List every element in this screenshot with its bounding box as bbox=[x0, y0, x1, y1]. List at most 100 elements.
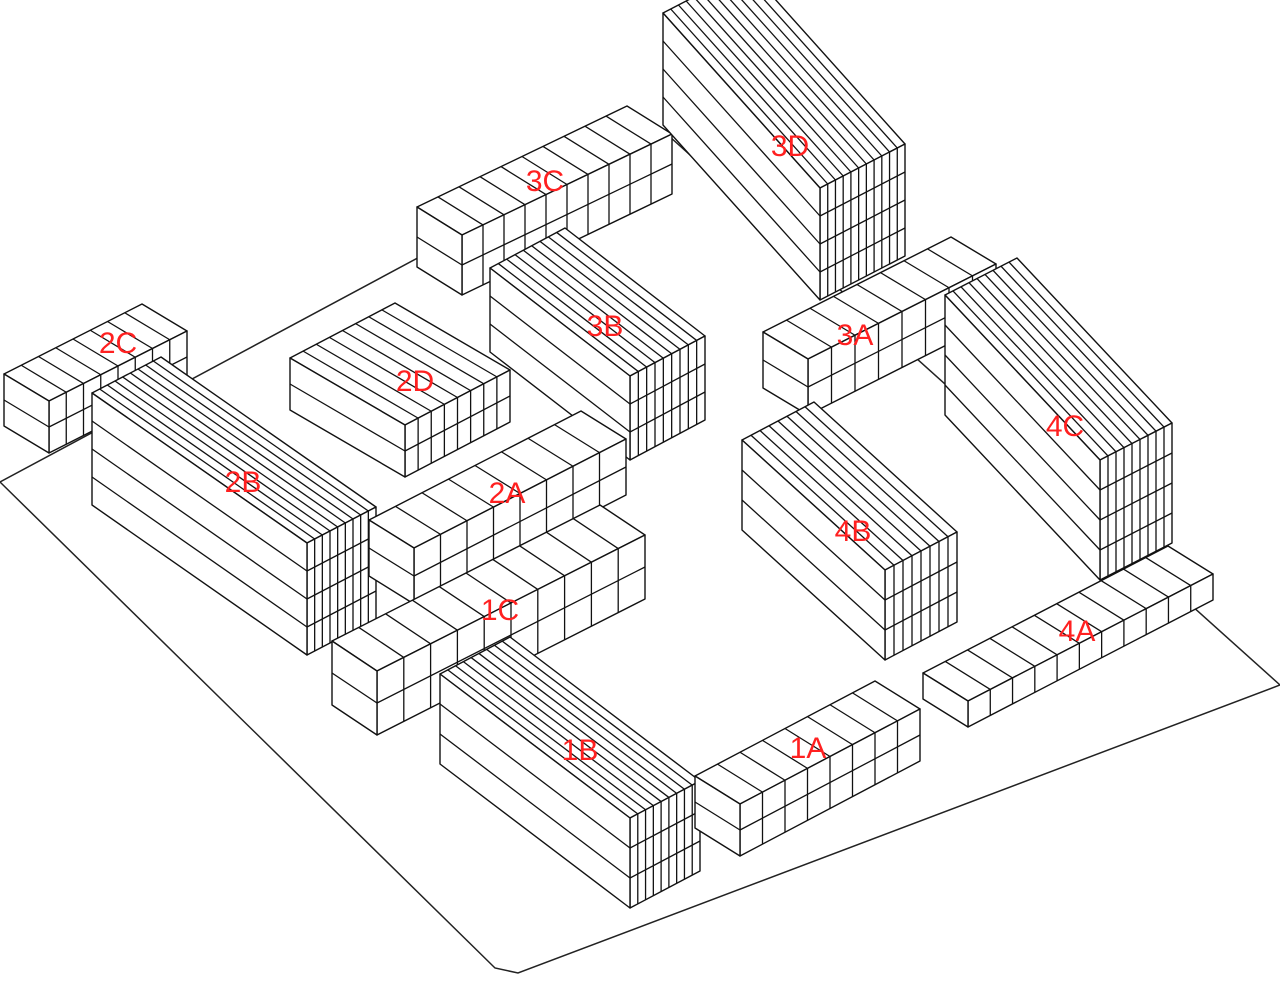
floor-line bbox=[1099, 482, 1173, 521]
roof-divider bbox=[448, 478, 494, 508]
roof-divider bbox=[542, 145, 589, 175]
floor-line bbox=[306, 534, 377, 572]
roof-divider bbox=[1000, 265, 1157, 432]
floor-line bbox=[289, 383, 406, 452]
floor-line bbox=[629, 840, 701, 879]
floor-line bbox=[629, 391, 706, 433]
building-label-1a: 1A bbox=[790, 732, 827, 765]
floor-line bbox=[944, 354, 1101, 521]
floor-line bbox=[662, 68, 821, 245]
roof-divider bbox=[497, 263, 639, 373]
building-2b bbox=[91, 356, 377, 656]
building-label-3c: 3C bbox=[526, 165, 564, 198]
floor-line bbox=[439, 703, 631, 849]
roof-divider bbox=[521, 155, 568, 186]
roof-divider bbox=[519, 545, 565, 577]
floor-line bbox=[741, 499, 886, 631]
roof-divider bbox=[750, 434, 895, 566]
roof-divider bbox=[342, 329, 458, 399]
roof-divider bbox=[752, 0, 891, 153]
roof-divider bbox=[786, 319, 832, 348]
roof-divider bbox=[784, 727, 831, 758]
floor-line bbox=[91, 448, 308, 600]
roof-divider bbox=[1123, 568, 1169, 598]
roof-divider bbox=[952, 290, 1109, 457]
roof-divider bbox=[984, 273, 1141, 440]
roof-divider bbox=[470, 657, 662, 803]
roof-divider bbox=[501, 640, 693, 786]
roof-divider bbox=[72, 338, 119, 367]
roof-divider bbox=[129, 372, 346, 524]
roof-divider bbox=[1078, 591, 1125, 621]
roof-divider bbox=[707, 0, 860, 169]
floor-line bbox=[694, 801, 741, 831]
roof-divider bbox=[106, 384, 323, 536]
roof-divider bbox=[786, 415, 931, 547]
roof-divider bbox=[514, 254, 656, 364]
roof-divider bbox=[809, 307, 856, 336]
building-1b bbox=[439, 636, 701, 909]
roof-divider bbox=[55, 347, 102, 376]
roof-divider bbox=[145, 364, 362, 516]
floor-line bbox=[662, 40, 821, 217]
floor-line bbox=[416, 236, 463, 266]
roof-divider bbox=[522, 249, 664, 359]
roof-divider bbox=[302, 350, 419, 419]
roof-divider bbox=[124, 312, 171, 341]
floor-line bbox=[368, 547, 415, 577]
roof-divider bbox=[1008, 261, 1165, 428]
roof-divider bbox=[556, 231, 698, 341]
building-label-4a: 4A bbox=[1059, 615, 1096, 648]
roof-divider bbox=[718, 0, 867, 165]
building-label-4b: 4B bbox=[835, 515, 872, 548]
floor-line bbox=[944, 324, 1101, 491]
building-label-3b: 3B bbox=[587, 310, 624, 343]
roof-divider bbox=[20, 364, 67, 393]
roof-divider bbox=[740, 0, 883, 157]
roof-divider bbox=[989, 637, 1036, 667]
roof-divider bbox=[114, 380, 331, 532]
roof-divider bbox=[494, 644, 685, 790]
roof-divider bbox=[759, 430, 904, 561]
building-2a bbox=[368, 410, 627, 605]
building-4a bbox=[922, 545, 1214, 728]
building-3b bbox=[489, 227, 706, 461]
roof-divider bbox=[478, 652, 670, 798]
roof-divider bbox=[807, 716, 853, 746]
building-label-3a: 3A bbox=[837, 319, 874, 352]
floor-line bbox=[884, 591, 958, 631]
floor-line bbox=[819, 227, 906, 273]
roof-divider bbox=[455, 665, 646, 811]
roof-divider bbox=[547, 236, 689, 346]
building-label-2c: 2C bbox=[99, 327, 137, 360]
roof-divider bbox=[944, 660, 991, 691]
floor-line bbox=[819, 199, 906, 245]
roof-divider bbox=[501, 451, 547, 481]
roof-divider bbox=[739, 751, 786, 781]
floor-line bbox=[439, 733, 631, 879]
roof-divider bbox=[852, 692, 898, 722]
floor-line bbox=[944, 384, 1101, 551]
end-facade bbox=[922, 672, 969, 728]
roof-divider bbox=[992, 269, 1149, 436]
roof-divider bbox=[438, 586, 485, 618]
floor-line bbox=[1099, 512, 1173, 551]
building-blocks bbox=[3, 0, 1214, 909]
roof-divider bbox=[1056, 603, 1102, 633]
roof-divider bbox=[315, 343, 432, 412]
roof-divider bbox=[99, 388, 316, 540]
roof-divider bbox=[554, 424, 600, 454]
roof-divider bbox=[539, 240, 681, 350]
floor-line bbox=[741, 469, 886, 601]
roof-divider bbox=[465, 572, 512, 604]
roof-divider bbox=[395, 505, 441, 535]
roof-divider bbox=[729, 0, 875, 161]
roof-divider bbox=[768, 425, 913, 557]
roof-divider bbox=[762, 739, 808, 769]
roof-divider bbox=[447, 669, 639, 815]
roof-divider bbox=[1011, 626, 1058, 656]
building-label-1c: 1C bbox=[481, 594, 519, 627]
floor-line bbox=[404, 395, 511, 452]
